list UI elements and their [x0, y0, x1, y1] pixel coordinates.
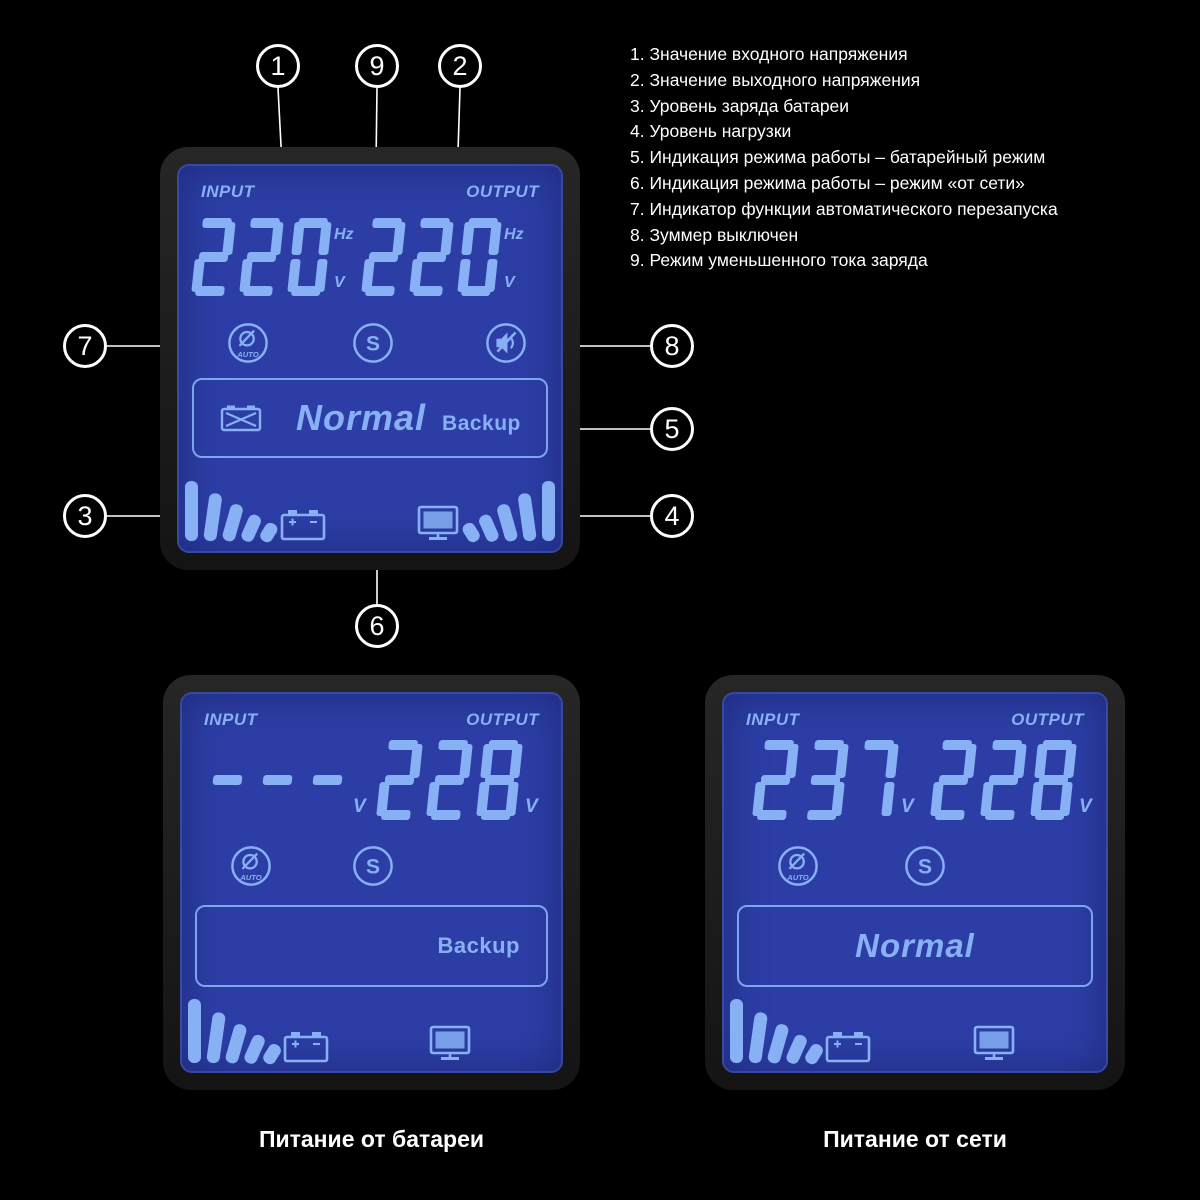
- legend-item: 1. Значение входного напряжения: [630, 44, 908, 64]
- mode-normal-label: Normal: [855, 927, 975, 964]
- main-lcd-panel: INPUT OUTPUT Hz V Hz V: [160, 147, 580, 570]
- output-label: OUTPUT: [466, 710, 539, 729]
- legend-item: 9. Режим уменьшенного тока заряда: [630, 250, 928, 271]
- auto-restart-icon: AUTO: [230, 845, 272, 887]
- svg-text:AUTO: AUTO: [786, 873, 809, 882]
- mode-backup-label: Backup: [442, 412, 521, 435]
- callout-circle-8: 8: [650, 324, 694, 368]
- legend-item: 6. Индикация режима работы – режим «от с…: [630, 172, 1025, 193]
- auto-restart-icon: AUTO: [227, 322, 269, 364]
- mains-lcd-screen: INPUT OUTPUT V V AUTO: [722, 692, 1108, 1073]
- output-voltage-group: V: [376, 740, 538, 820]
- v-unit-label: V: [901, 796, 914, 817]
- load-monitor-icon: [428, 1025, 472, 1061]
- mains-mode-caption: Питание от сети: [823, 1126, 1007, 1152]
- input-label: INPUT: [201, 182, 255, 201]
- legend-item: 3. Уровень заряда батареи: [630, 95, 850, 116]
- buzzer-off-icon: [485, 322, 527, 364]
- output-voltage-display: [361, 218, 502, 296]
- callout-circle-6: 6: [355, 604, 399, 648]
- input-voltage-group: V: [752, 740, 914, 820]
- battery-level-group: [730, 999, 871, 1067]
- input-units: V: [353, 742, 366, 820]
- battery-icon: [825, 1029, 871, 1063]
- mains-mode-lcd-panel: INPUT OUTPUT V V AUTO: [705, 675, 1125, 1090]
- legend-item: 5. Индикация режима работы – батарейный …: [630, 147, 1046, 168]
- input-voltage-group: Hz V: [191, 218, 354, 296]
- svg-text:AUTO: AUTO: [236, 350, 259, 359]
- mode-normal-label: Normal: [296, 397, 427, 438]
- mode-backup-label: Backup: [437, 933, 520, 958]
- svg-text:S: S: [366, 333, 380, 356]
- input-voltage-display: [752, 740, 899, 820]
- battery-icon: [283, 1029, 329, 1063]
- load-level-group: [416, 481, 555, 545]
- v-unit-label: V: [353, 796, 366, 817]
- hz-unit-label: Hz: [334, 226, 354, 243]
- v-unit-label: V: [525, 796, 538, 817]
- battery-mode-caption: Питание от батареи: [258, 1126, 485, 1152]
- callout-circle-7: 7: [63, 324, 107, 368]
- output-units: V: [1079, 742, 1092, 820]
- load-monitor-icon: [972, 1025, 1016, 1061]
- output-voltage-display: [376, 740, 523, 820]
- callout-circle-4: 4: [650, 494, 694, 538]
- legend: 1. Значение входного напряжения 2. Значе…: [630, 42, 1195, 274]
- output-voltage-group: Hz V: [361, 218, 524, 296]
- output-units: Hz V: [504, 226, 524, 292]
- callout-circle-1: 1: [256, 44, 300, 88]
- v-unit-label: V: [334, 274, 345, 291]
- mode-box: Backup: [195, 905, 548, 987]
- output-label: OUTPUT: [466, 182, 539, 201]
- v-unit-label: V: [504, 274, 515, 291]
- output-voltage-group: V: [930, 740, 1092, 820]
- battery-level-group: [188, 999, 329, 1067]
- output-voltage-display: [930, 740, 1077, 820]
- mode-box: Normal: [737, 905, 1093, 987]
- input-units: V: [901, 742, 914, 820]
- input-voltage-display: [204, 740, 351, 820]
- callout-circle-3: 3: [63, 494, 107, 538]
- input-label: INPUT: [746, 710, 800, 729]
- input-units: Hz V: [334, 226, 354, 292]
- svg-text:AUTO: AUTO: [239, 873, 262, 882]
- callout-circle-2: 2: [438, 44, 482, 88]
- v-unit-label: V: [1079, 796, 1092, 817]
- battery-icon: [280, 507, 326, 541]
- battery-mode-lcd-panel: INPUT OUTPUT V V AUTO: [163, 675, 580, 1090]
- callout-circle-9: 9: [355, 44, 399, 88]
- legend-item: 7. Индикатор функции автоматического пер…: [630, 198, 1058, 219]
- load-level-bars: [460, 481, 555, 545]
- battery-level-bars: [730, 999, 826, 1067]
- battery-mode-icon: [220, 405, 262, 432]
- input-voltage-display: [191, 218, 332, 296]
- reduced-charge-current-icon: S: [352, 845, 394, 887]
- auto-restart-icon: AUTO: [777, 845, 819, 887]
- hz-unit-label: Hz: [504, 226, 524, 243]
- input-label: INPUT: [204, 710, 258, 729]
- input-voltage-group: V: [208, 740, 366, 820]
- svg-text:S: S: [366, 856, 380, 879]
- reduced-charge-current-icon: S: [904, 845, 946, 887]
- load-monitor-icon: [416, 505, 460, 541]
- mode-box: Normal Backup: [192, 378, 548, 458]
- main-lcd-screen: INPUT OUTPUT Hz V Hz V: [177, 164, 563, 553]
- reduced-charge-current-icon: S: [352, 322, 394, 364]
- battery-level-bars: [188, 999, 284, 1067]
- legend-item: 2. Значение выходного напряжения: [630, 69, 921, 90]
- battery-lcd-screen: INPUT OUTPUT V V AUTO: [180, 692, 563, 1073]
- legend-item: 4. Уровень нагрузки: [630, 121, 792, 142]
- legend-item: 8. Зуммер выключен: [630, 224, 799, 245]
- svg-text:S: S: [918, 856, 932, 879]
- callout-circle-5: 5: [650, 407, 694, 451]
- battery-level-bars: [185, 481, 280, 545]
- output-label: OUTPUT: [1011, 710, 1084, 729]
- output-units: V: [525, 742, 538, 820]
- battery-level-group: [185, 481, 326, 545]
